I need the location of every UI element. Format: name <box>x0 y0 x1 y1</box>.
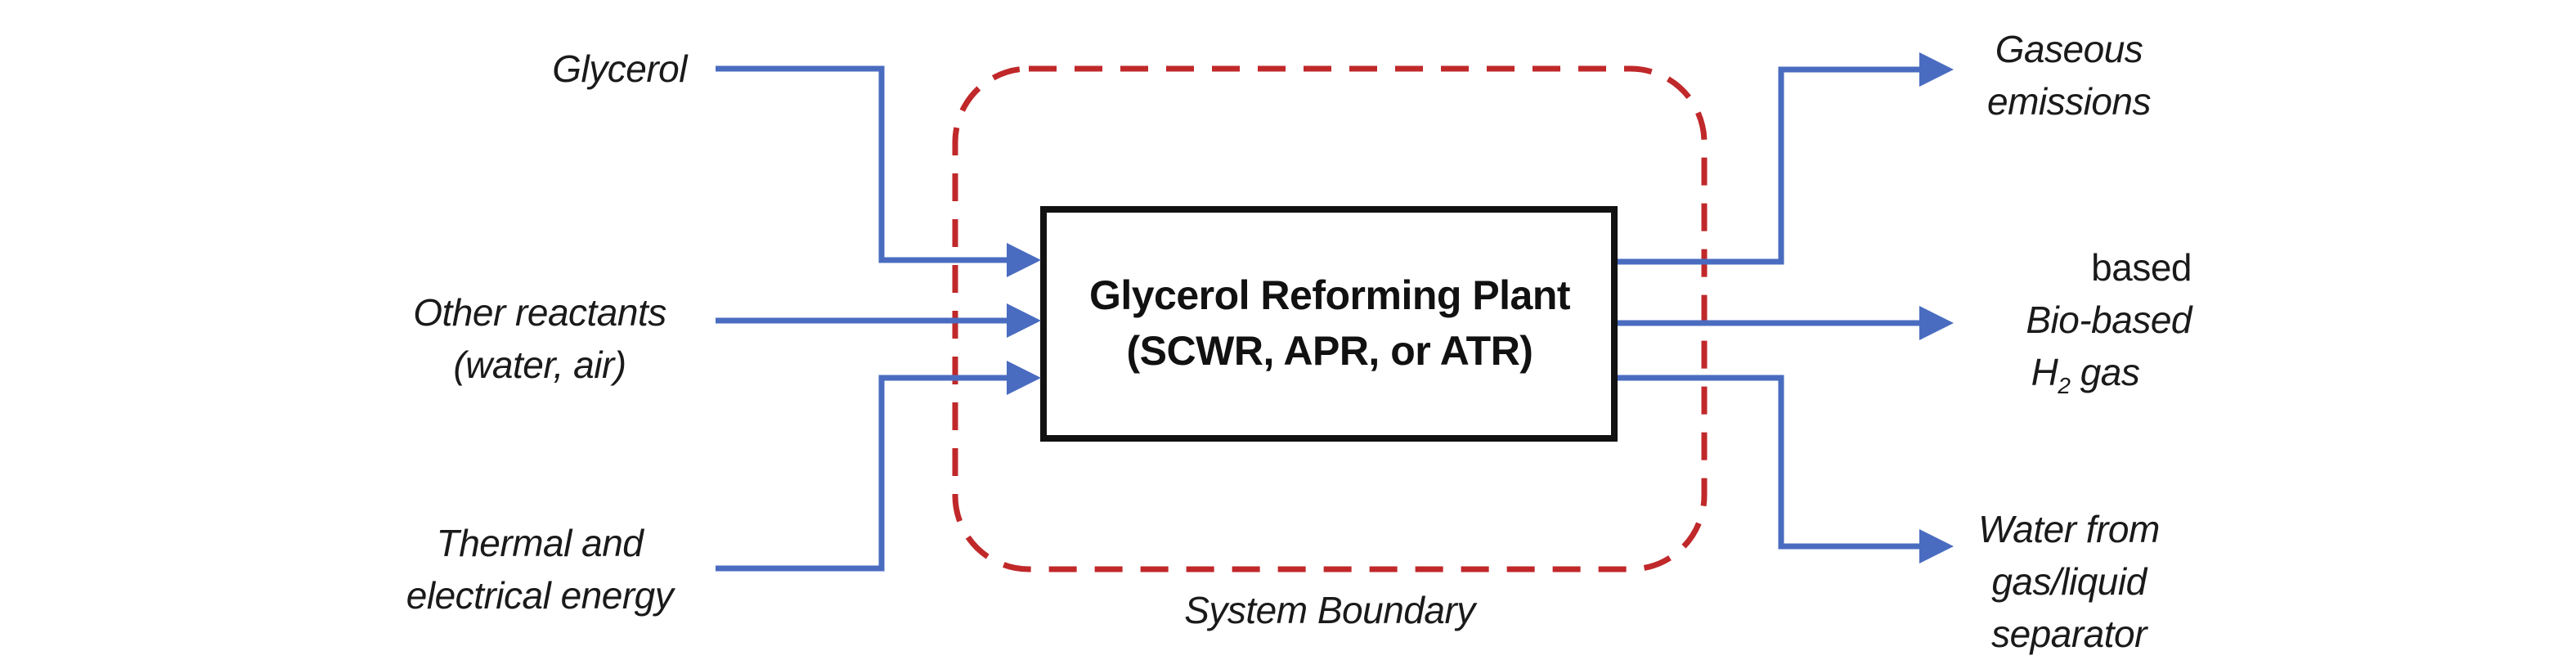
process-box <box>1040 206 1618 442</box>
label-line: H2 gas <box>1946 346 2192 412</box>
label-line: emissions <box>1986 80 2152 123</box>
label-line: separator <box>1991 613 2147 655</box>
output-label-water: Water from gas/liquid separator <box>1946 503 2192 660</box>
process-label: Glycerol Reforming Plant (SCWR, APR, or … <box>1043 206 1616 440</box>
input-label-other-reactants: Other reactants (water, air) <box>360 286 720 391</box>
label-line: Gaseous <box>1995 28 2143 70</box>
process-label-line1: Glycerol Reforming Plant <box>1088 272 1571 318</box>
label-line: based <box>2091 246 2192 289</box>
output-arrow-gaseous-emissions <box>1618 52 1954 265</box>
input-arrow-energy <box>716 361 1041 572</box>
label-line: Glycerol <box>552 47 687 90</box>
label-line: Bio-based <box>2026 299 2192 341</box>
label-line: (water, air) <box>453 343 626 386</box>
label-line: Other reactants <box>413 291 666 334</box>
label-line: electrical energy <box>406 574 674 617</box>
output-label-gaseous-emissions: Gaseous emissions <box>1946 23 2192 128</box>
h2-prefix: H <box>2031 351 2058 393</box>
label-line: Water from <box>1978 508 2160 550</box>
output-label-h2-gas: based Bio-based H2 gas <box>1946 241 2192 412</box>
system-boundary-label: System Boundary <box>1184 589 1475 631</box>
h2-suffix: gas <box>2070 351 2140 393</box>
h2-subscript: 2 <box>2058 373 2071 399</box>
input-arrow-glycerol <box>716 65 1041 277</box>
process-label-line2: (SCWR, APR, or ATR) <box>1126 328 1533 374</box>
output-arrow-water <box>1618 375 1954 563</box>
input-label-glycerol: Glycerol <box>442 43 687 95</box>
label-line: gas/liquid <box>1991 560 2147 603</box>
label-line: Thermal and <box>436 522 644 564</box>
input-label-energy: Thermal and electrical energy <box>360 517 720 622</box>
